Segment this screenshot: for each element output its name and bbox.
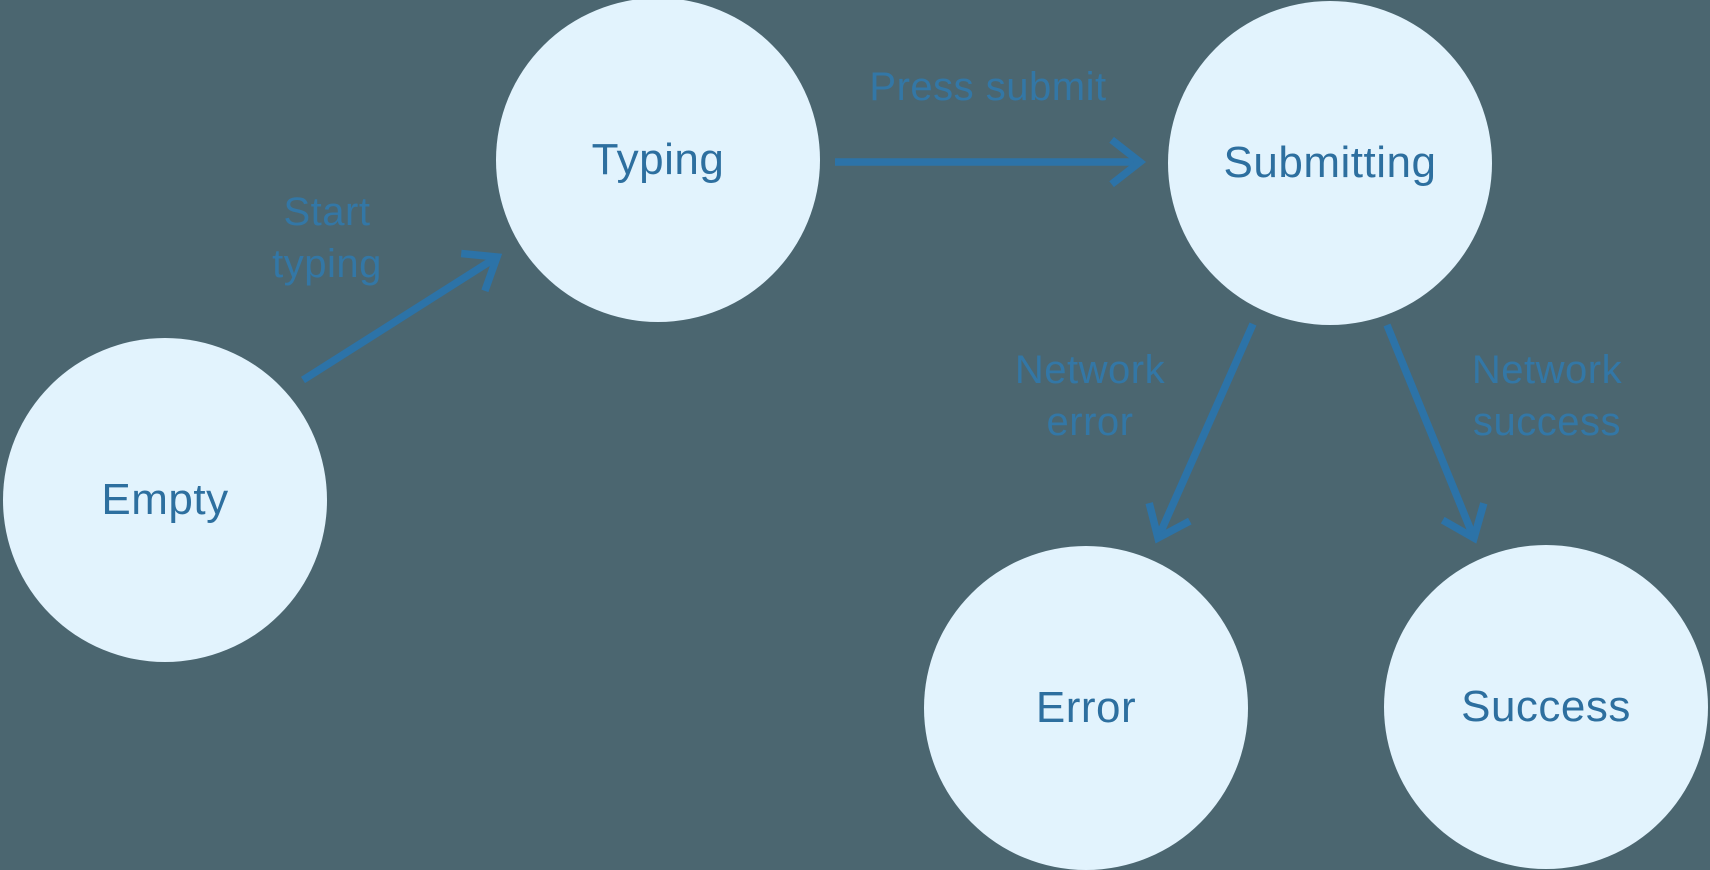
node-empty: Empty bbox=[3, 338, 327, 662]
node-success-label: Success bbox=[1461, 682, 1631, 731]
edge-press-submit bbox=[835, 136, 1147, 188]
node-success: Success bbox=[1384, 545, 1708, 869]
node-typing: Typing bbox=[496, 0, 820, 322]
edge-network-error bbox=[1145, 322, 1257, 544]
node-error: Error bbox=[924, 546, 1248, 870]
edge-network-error-shaft bbox=[1154, 322, 1257, 540]
edge-start-typing bbox=[300, 249, 503, 384]
edge-start-typing-shaft bbox=[300, 253, 500, 384]
node-typing-label: Typing bbox=[591, 135, 725, 184]
edge-label-network-error: Network error bbox=[1014, 348, 1166, 444]
edge-start-typing-arrowhead-icon bbox=[460, 249, 503, 293]
edge-network-success bbox=[1383, 323, 1488, 544]
edge-network-error-arrowhead-icon bbox=[1145, 502, 1192, 544]
edge-label-network-success: Network success bbox=[1471, 348, 1623, 444]
edge-label-press-submit: Press submit bbox=[869, 65, 1107, 109]
edge-label-start-typing: Start typing bbox=[272, 190, 382, 286]
edge-network-success-shaft bbox=[1383, 323, 1478, 540]
edge-network-success-arrowhead-icon bbox=[1440, 502, 1488, 544]
node-error-label: Error bbox=[1035, 683, 1137, 732]
edge-press-submit-arrowhead-icon bbox=[1109, 136, 1147, 188]
node-submitting-label: Submitting bbox=[1223, 138, 1437, 187]
node-empty-label: Empty bbox=[101, 475, 229, 524]
node-submitting: Submitting bbox=[1168, 1, 1492, 325]
